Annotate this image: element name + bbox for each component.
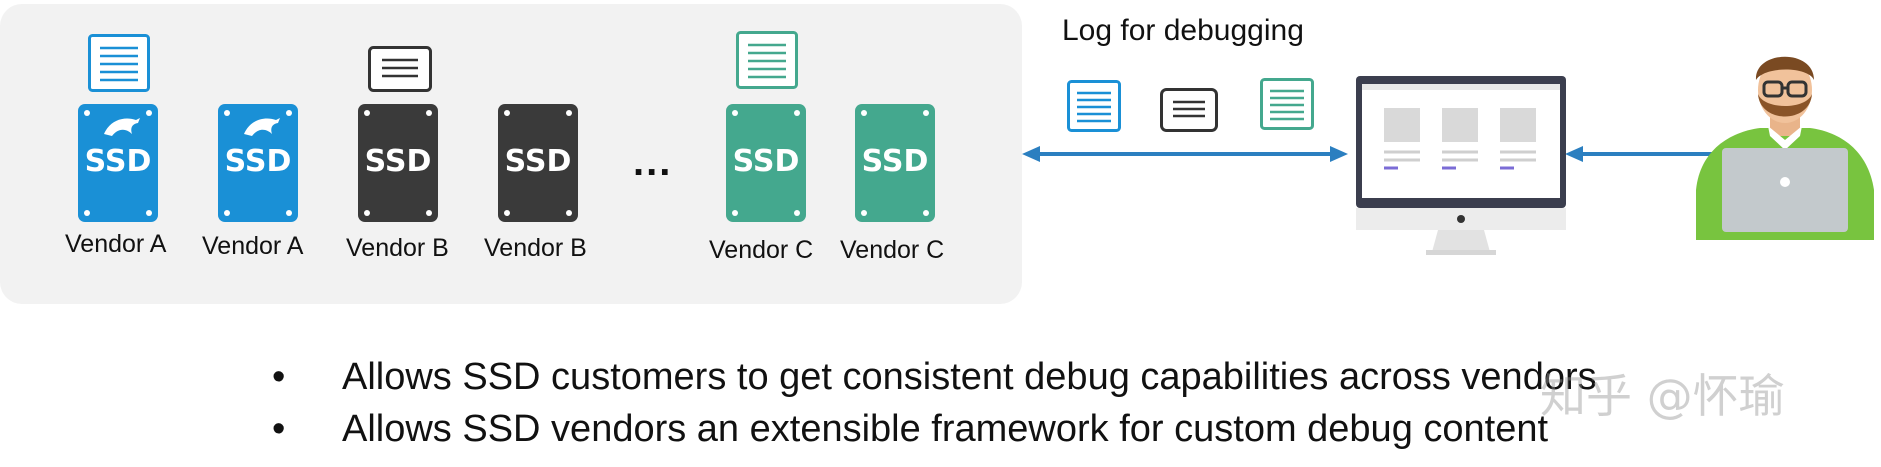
vendor-c-log-in-transit-icon [1260,78,1314,130]
ssd-drive-vendor-a-2: SSD [218,104,298,222]
log-for-debugging-title: Log for debugging [1062,14,1304,47]
vendor-label: Vendor B [484,234,587,262]
vendor-label: Vendor A [202,232,304,260]
ssd-label: SSD [504,144,572,179]
user-with-laptop-icon [1696,56,1874,240]
arrow-user-to-host [1565,146,1723,162]
ssd-drive-vendor-b-2: SSD [498,104,578,222]
vendor-label: Vendor B [346,234,449,262]
dolphin-icon [104,118,140,136]
bidirectional-arrow-drives-to-host [1022,146,1348,162]
ssd-label: SSD [84,144,152,179]
ssd-drive-vendor-c-2: SSD [855,104,935,222]
vendor-label: Vendor C [709,236,814,264]
ssd-drive-vendor-b-1: SSD [358,104,438,222]
host-computer-monitor-icon [1356,76,1566,255]
more-vendors-ellipsis: ... [633,140,673,184]
vendor-c-log-document-icon [736,31,798,89]
vendor-b-log-document-icon [368,46,432,92]
vendor-a-log-document-icon [88,34,150,92]
ssd-drive-vendor-a-1: SSD [78,104,158,222]
ssd-label: SSD [732,144,800,179]
zhihu-watermark: 知乎 @怀瑜 [1540,369,1785,423]
dolphin-icon [244,118,280,136]
ssd-label: SSD [364,144,432,179]
vendor-label: Vendor C [840,236,945,264]
ssd-drive-vendor-c-1: SSD [726,104,806,222]
vendor-label: Vendor A [65,230,167,258]
vendor-b-log-in-transit-icon [1160,88,1218,132]
ssd-label: SSD [861,144,929,179]
ssd-label: SSD [224,144,292,179]
vendor-a-log-in-transit-icon [1067,80,1121,132]
